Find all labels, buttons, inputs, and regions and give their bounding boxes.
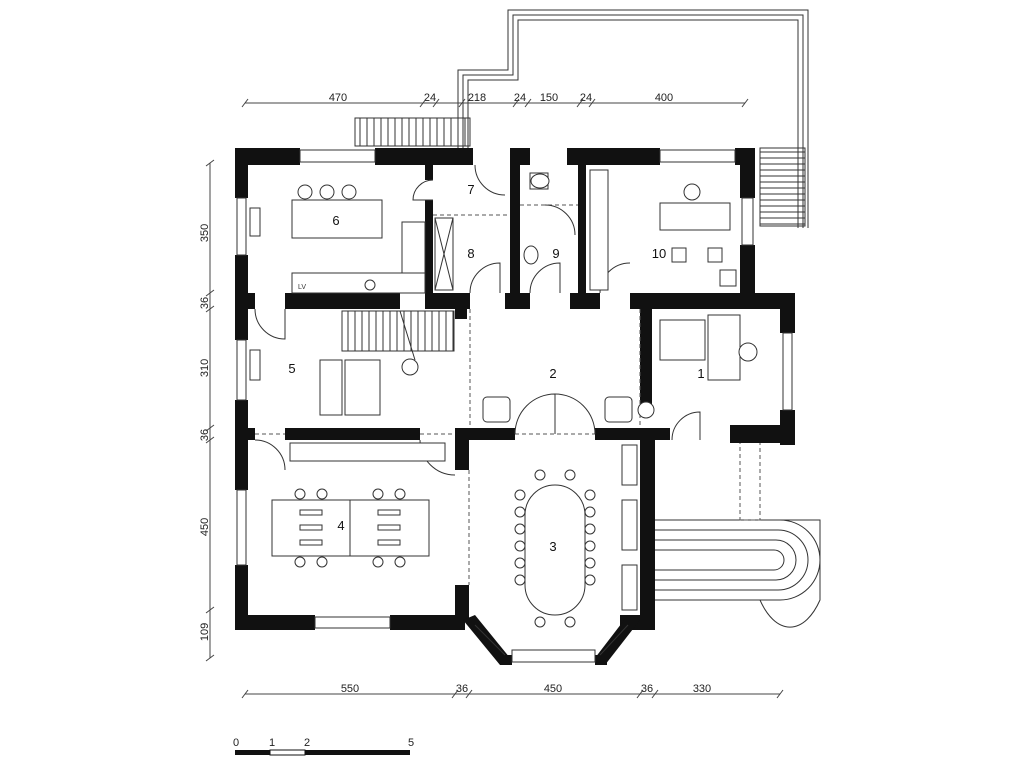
walls bbox=[235, 148, 795, 665]
chair bbox=[514, 506, 526, 518]
room-number-4: 4 bbox=[337, 518, 344, 533]
monitor bbox=[377, 539, 401, 546]
dim-tick bbox=[205, 289, 215, 297]
dim-tick bbox=[205, 436, 215, 444]
chair bbox=[294, 488, 306, 500]
chair bbox=[564, 616, 576, 628]
dimension-bottom: 550 36 450 36 330 bbox=[245, 683, 780, 695]
stair-top bbox=[354, 117, 471, 147]
chair bbox=[514, 523, 526, 535]
dim-tick bbox=[651, 689, 659, 699]
chair bbox=[294, 556, 306, 568]
dim-top: 150 bbox=[540, 92, 558, 104]
chair bbox=[316, 488, 328, 500]
terrace-outline bbox=[457, 9, 809, 228]
dim-tick bbox=[636, 689, 644, 699]
scale-bar: 0 1 2 5 bbox=[233, 737, 414, 756]
windows bbox=[236, 149, 793, 663]
room-number-3: 3 bbox=[549, 539, 556, 554]
stair-right bbox=[759, 147, 806, 227]
dim-top: 470 bbox=[329, 92, 347, 104]
chair bbox=[584, 523, 596, 535]
scale-label: 0 bbox=[233, 737, 239, 749]
dim-left: 36 bbox=[199, 297, 211, 309]
dim-tick bbox=[241, 689, 249, 699]
chair bbox=[316, 556, 328, 568]
room-number-8: 8 bbox=[467, 246, 474, 261]
dim-left: 450 bbox=[199, 518, 211, 536]
dim-tick bbox=[458, 98, 466, 108]
dim-tick bbox=[512, 98, 520, 108]
dim-tick bbox=[576, 98, 584, 108]
dim-tick bbox=[432, 98, 440, 108]
dimension-ticks bbox=[205, 98, 784, 699]
dim-tick bbox=[524, 98, 532, 108]
dim-tick bbox=[241, 98, 249, 108]
chair bbox=[514, 557, 526, 569]
dim-bottom: 36 bbox=[456, 683, 468, 695]
dim-top: 24 bbox=[580, 92, 592, 104]
scale-label: 5 bbox=[408, 737, 414, 749]
room-number-2: 2 bbox=[549, 366, 556, 381]
dim-left: 310 bbox=[199, 359, 211, 377]
monitor bbox=[299, 524, 323, 531]
scale-label: 2 bbox=[304, 737, 310, 749]
dim-tick bbox=[741, 98, 749, 108]
dim-top: 218 bbox=[468, 92, 486, 104]
stair-curved bbox=[655, 439, 821, 628]
dim-left: 36 bbox=[199, 429, 211, 441]
dim-top: 24 bbox=[514, 92, 526, 104]
dim-bottom: 330 bbox=[693, 683, 711, 695]
dim-bottom: 450 bbox=[544, 683, 562, 695]
dim-bottom: 36 bbox=[641, 683, 653, 695]
dim-tick bbox=[205, 305, 215, 313]
monitor bbox=[299, 539, 323, 546]
monitor bbox=[377, 509, 401, 516]
monitor bbox=[377, 524, 401, 531]
chair bbox=[514, 489, 526, 501]
room-number-10: 10 bbox=[652, 246, 666, 261]
dim-tick bbox=[776, 689, 784, 699]
dim-tick bbox=[205, 606, 215, 614]
dim-tick bbox=[205, 424, 215, 432]
room-number-7: 7 bbox=[467, 182, 474, 197]
chair bbox=[372, 556, 384, 568]
chair bbox=[534, 469, 546, 481]
dimension-left: 350 36 310 36 450 109 bbox=[199, 163, 211, 658]
scale-label: 1 bbox=[269, 737, 275, 749]
dim-tick bbox=[465, 689, 473, 699]
chair bbox=[584, 574, 596, 586]
dim-tick bbox=[588, 98, 596, 108]
dim-left: 350 bbox=[199, 224, 211, 242]
dimension-top: 470 24 218 24 150 24 400 bbox=[245, 92, 745, 104]
furniture bbox=[249, 169, 758, 628]
dim-tick bbox=[205, 654, 215, 662]
chair bbox=[394, 488, 406, 500]
chair bbox=[534, 616, 546, 628]
chair bbox=[372, 488, 384, 500]
chair bbox=[584, 506, 596, 518]
chair bbox=[394, 556, 406, 568]
chair bbox=[584, 489, 596, 501]
dim-top: 24 bbox=[424, 92, 436, 104]
room-number-1: 1 bbox=[697, 366, 704, 381]
room-number-9: 9 bbox=[552, 246, 559, 261]
dim-tick bbox=[451, 689, 459, 699]
chair bbox=[564, 469, 576, 481]
dim-tick bbox=[419, 98, 427, 108]
dim-top: 400 bbox=[655, 92, 673, 104]
room-number-6: 6 bbox=[332, 213, 339, 228]
chair bbox=[584, 557, 596, 569]
dim-left: 109 bbox=[199, 623, 211, 641]
chair bbox=[584, 540, 596, 552]
dim-tick bbox=[205, 159, 215, 167]
chair bbox=[514, 574, 526, 586]
chair bbox=[514, 540, 526, 552]
lv-label: LV bbox=[298, 284, 306, 291]
dim-bottom: 550 bbox=[341, 683, 359, 695]
monitor bbox=[299, 509, 323, 516]
interior-stair bbox=[341, 310, 455, 361]
room-number-5: 5 bbox=[288, 361, 295, 376]
